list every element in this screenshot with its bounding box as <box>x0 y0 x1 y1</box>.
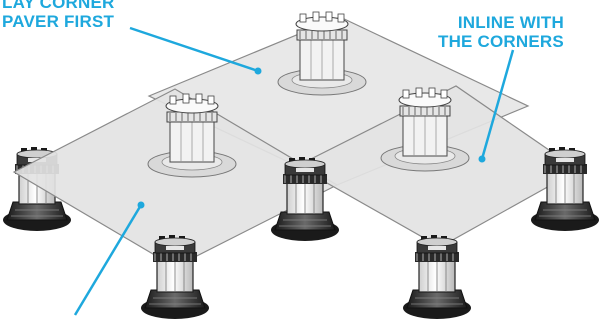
callout-lay-corner-paver: LAY CORNER PAVER FIRST <box>2 0 115 31</box>
callout-dot-corner <box>255 68 262 75</box>
callout-corner-line1: LAY CORNER <box>2 0 115 12</box>
callout-corner-line2: PAVER FIRST <box>2 12 115 31</box>
callout-dot-inline <box>479 156 486 163</box>
callout-pointer-corner <box>130 28 258 71</box>
callout-inline-with-corners: INLINE WITH THE CORNERS <box>438 13 564 51</box>
callout-inline-line1: INLINE WITH <box>438 13 564 32</box>
pedestal-support-front-right <box>403 235 471 319</box>
callout-dot-lower <box>138 202 145 209</box>
callout-inline-line2: THE CORNERS <box>438 32 564 51</box>
